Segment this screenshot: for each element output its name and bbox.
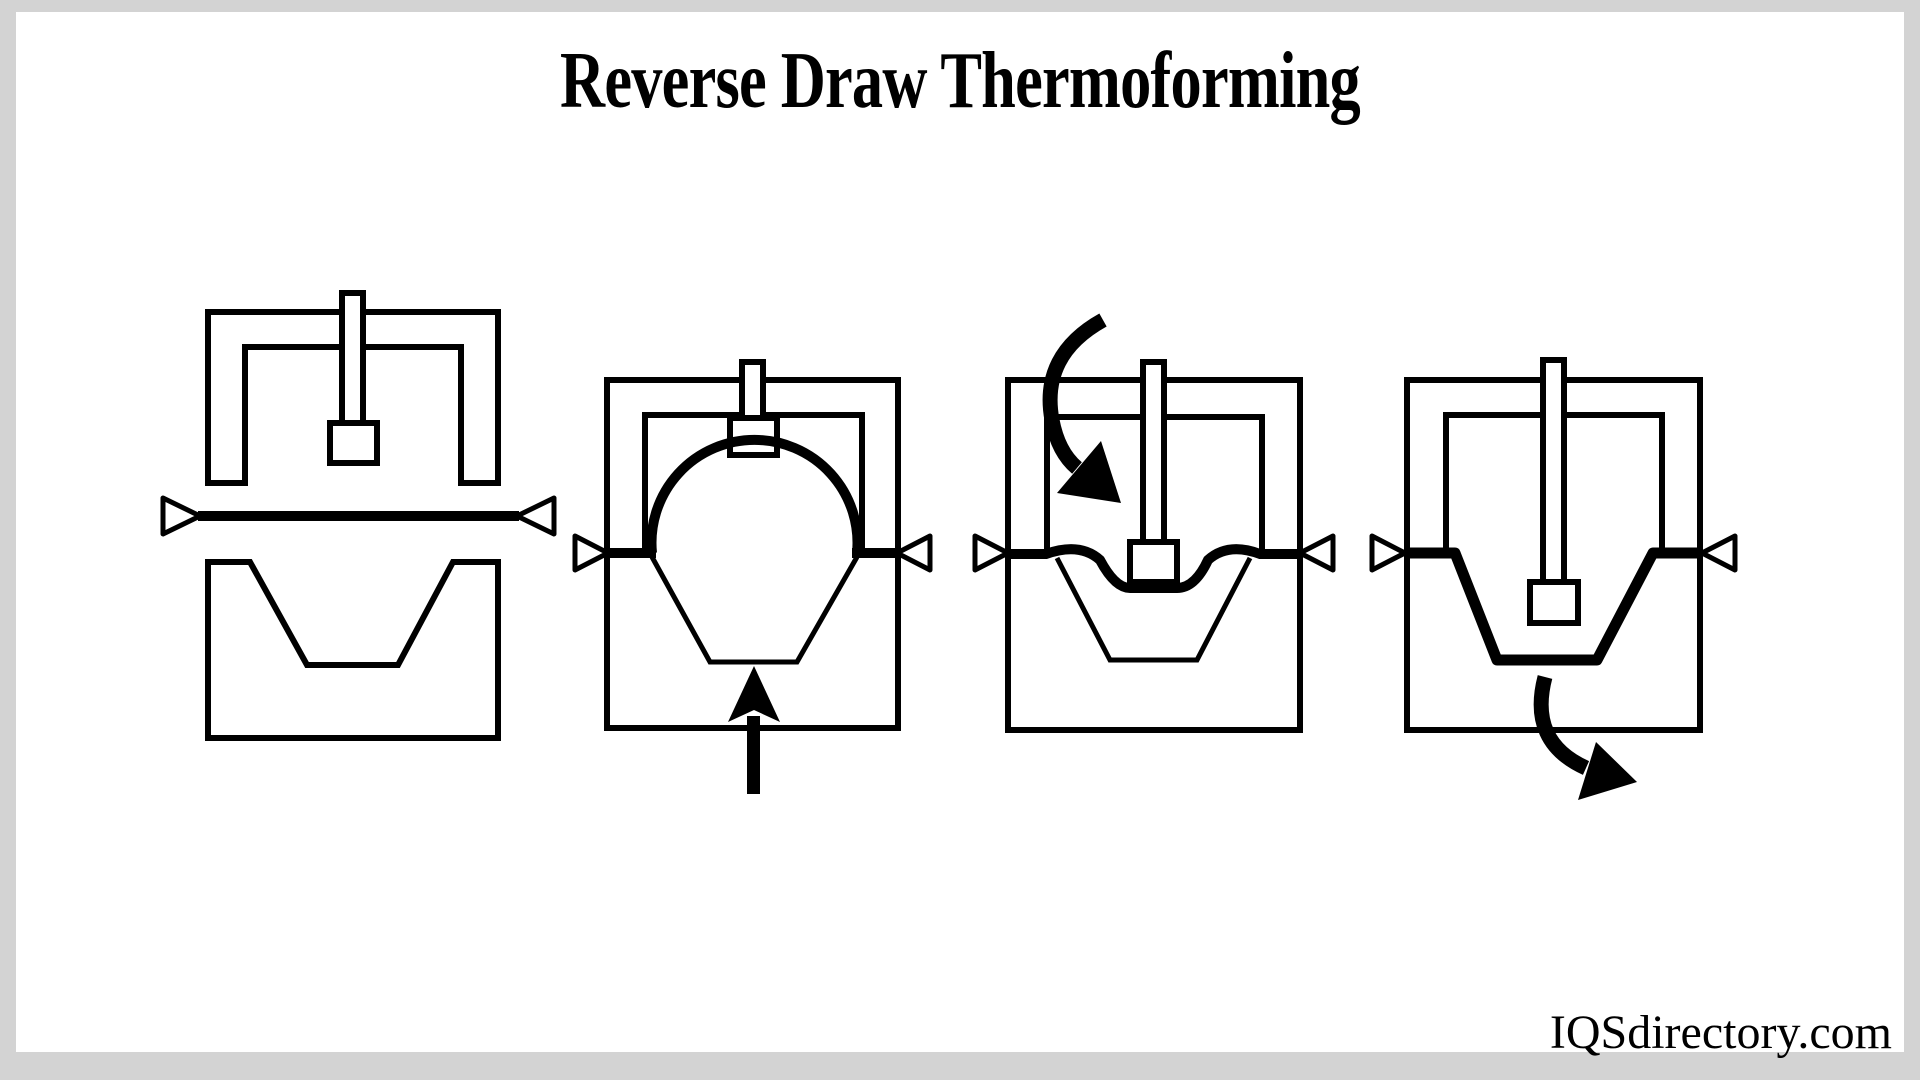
mold-cavity — [649, 555, 860, 665]
sheet-clamp-left-icon — [1369, 533, 1408, 573]
press-down-arrow-icon — [1042, 313, 1121, 503]
plug-rod — [739, 359, 766, 421]
stage-2-bubble-prestretch — [572, 359, 933, 794]
mold-cavity — [1054, 556, 1253, 663]
eject-arrow-icon — [1533, 675, 1637, 800]
stage-3-plug-descent — [972, 313, 1336, 733]
sheet-clamp-left-icon — [972, 533, 1011, 573]
sheet-clamp-left-icon — [572, 533, 611, 573]
stage-1-clamped-sheet — [160, 290, 557, 741]
diagram-title: Reverse Draw Thermoforming — [560, 37, 1361, 125]
sheet-bubble — [646, 434, 863, 554]
watermark: IQSdirectory.com — [1549, 1006, 1892, 1059]
sheet-clamp-right-icon — [894, 533, 933, 573]
plug-block — [1527, 579, 1581, 626]
sheet-clamp-right-icon — [1297, 533, 1336, 573]
sheet-formed — [1405, 547, 1700, 666]
content-area — [16, 12, 1904, 1052]
mold-with-cavity — [205, 559, 501, 741]
sheet-pressed — [1008, 544, 1300, 593]
top-frame — [205, 309, 501, 486]
plug-block — [327, 420, 380, 466]
stage-4-formed-part-eject — [1369, 357, 1738, 800]
sheet-clamp-left-icon — [160, 495, 203, 537]
plug-rod — [1540, 357, 1567, 585]
air-up-arrow-icon — [728, 666, 780, 794]
plug-block — [1127, 539, 1180, 585]
plug-rod — [1140, 359, 1167, 545]
sheet-clamp-right-icon — [1699, 533, 1738, 573]
plug-rod — [339, 290, 366, 429]
sheet-clamp-right-icon — [514, 495, 557, 537]
